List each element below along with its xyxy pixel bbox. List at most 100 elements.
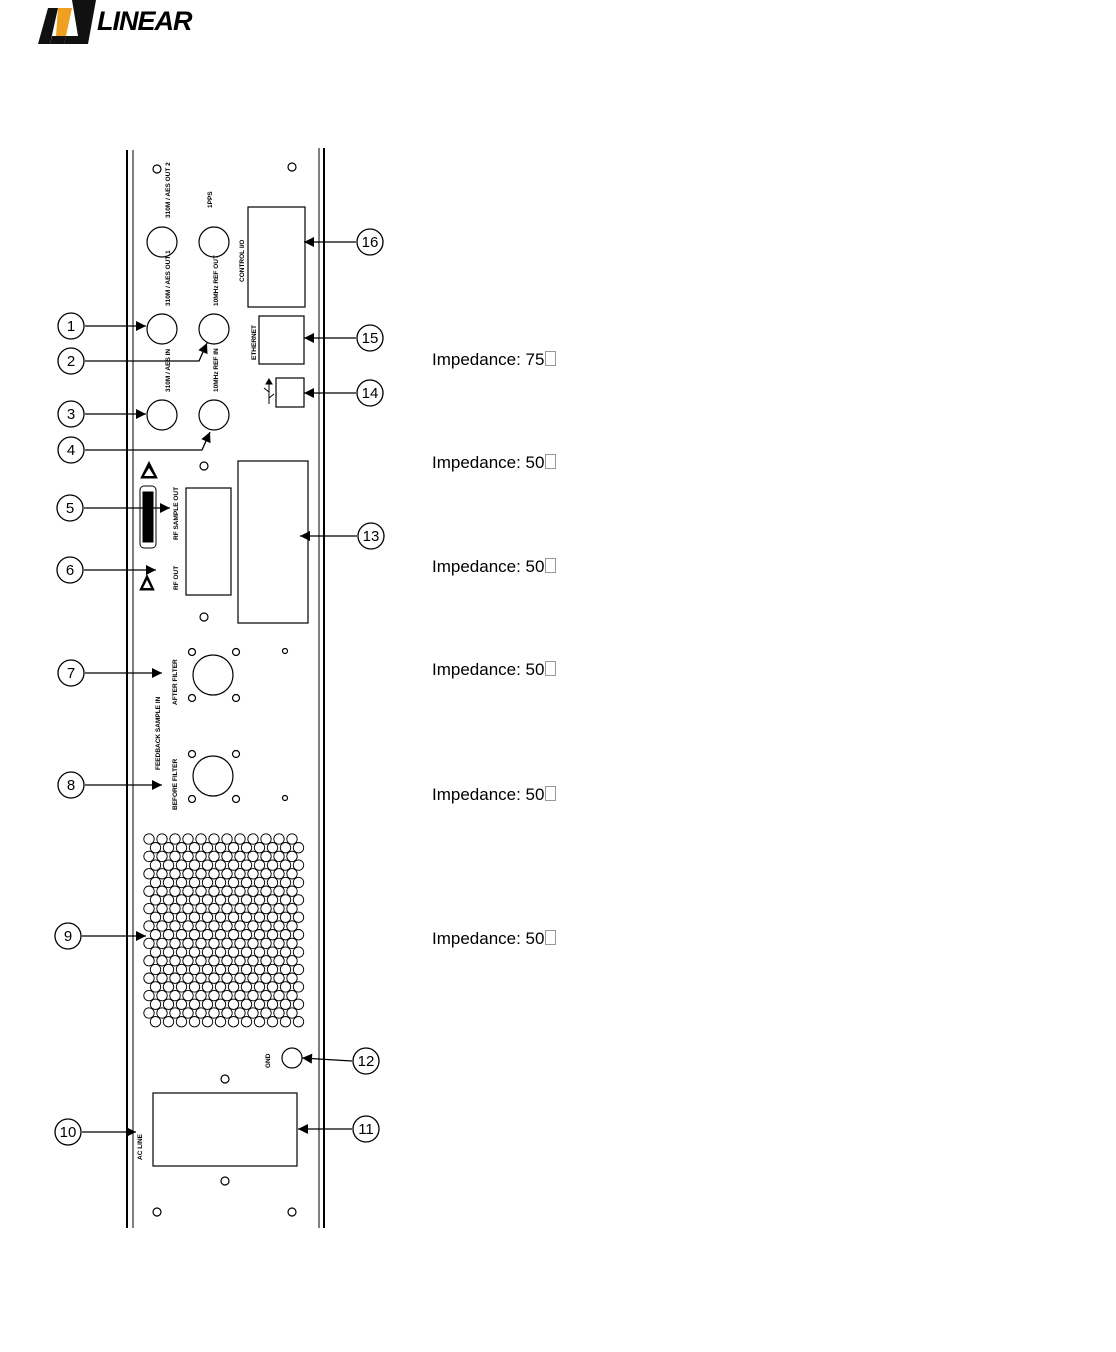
callout-number: 7	[67, 665, 75, 682]
ac-power-module	[152, 1092, 298, 1167]
callout-4: 4	[57, 431, 211, 464]
callout-circle	[54, 1118, 82, 1146]
callout-arrowhead	[201, 432, 211, 444]
callout-circle	[352, 1115, 380, 1143]
callout-number: 1	[67, 318, 75, 335]
ethernet-port	[258, 315, 305, 365]
callout-number: 4	[67, 442, 75, 459]
callout-circle	[356, 379, 384, 407]
callout-6: 6	[56, 556, 156, 584]
callout-14: 14	[304, 379, 384, 407]
callout-leader	[85, 431, 211, 451]
label-rf-sample-out: RF SAMPLE OUT	[173, 487, 180, 540]
callout-circle	[357, 522, 385, 550]
callout-number: 14	[362, 385, 379, 402]
control-io-port	[247, 206, 306, 308]
callout-number: 8	[67, 777, 75, 794]
callout-number: 9	[64, 928, 72, 945]
label-rf-out: RF OUT	[173, 566, 180, 590]
impedance-label-3: Impedance: 50	[432, 557, 557, 577]
rf-output-module	[237, 460, 309, 624]
callout-circle	[57, 771, 85, 799]
callout-arrowhead	[304, 237, 314, 247]
callout-leader	[85, 342, 208, 362]
callout-circle	[356, 324, 384, 352]
callout-arrowhead	[146, 565, 156, 575]
callout-13: 13	[300, 522, 385, 550]
label-aes-out-2: 310M / AES OUT 2	[165, 162, 172, 218]
callout-12: 12	[301, 1047, 380, 1075]
usb-icon	[263, 378, 275, 404]
impedance-label-1: Impedance: 75	[432, 350, 557, 370]
callout-arrowhead	[304, 388, 314, 398]
label-aes-in: 310M / AES IN	[165, 349, 172, 392]
impedance-label-5: Impedance: 50	[432, 785, 557, 805]
label-gnd: GND	[265, 1053, 272, 1068]
linear-logo-icon	[38, 0, 96, 44]
callout-number: 11	[358, 1121, 374, 1138]
connector-aes-in	[146, 399, 178, 431]
screw-rf-bottom	[199, 612, 209, 622]
callout-number: 16	[362, 234, 379, 251]
impedance-label-6: Impedance: 50	[432, 929, 557, 949]
rf-warning-label	[139, 460, 158, 591]
callout-8: 8	[57, 771, 162, 799]
connector-1pps	[198, 226, 230, 258]
label-before-filter: BEFORE FILTER	[172, 759, 179, 810]
impedance-label-2: Impedance: 50	[432, 453, 557, 473]
label-ref-in: 10MHz REF IN	[213, 348, 220, 392]
callout-7: 7	[57, 659, 162, 687]
callout-10: 10	[54, 1118, 136, 1146]
callout-2: 2	[57, 342, 208, 375]
callout-number: 5	[66, 500, 74, 517]
callout-circle	[57, 436, 85, 464]
connector-after-filter	[192, 654, 234, 696]
screw-bottom-left	[152, 1207, 162, 1217]
callout-arrowhead	[302, 1053, 313, 1064]
callout-arrowhead	[298, 1124, 308, 1134]
callout-arrowhead	[152, 668, 162, 678]
callout-number: 2	[67, 353, 75, 370]
callout-number: 10	[60, 1124, 77, 1141]
callout-circle	[57, 400, 85, 428]
callout-arrowhead	[160, 503, 170, 513]
callout-circle	[54, 922, 82, 950]
screw-rf-top	[199, 461, 209, 471]
callout-number: 15	[362, 330, 379, 347]
callout-circle	[56, 494, 84, 522]
callout-11: 11	[298, 1115, 380, 1143]
rf-out-connector-plate	[185, 487, 232, 596]
label-control-io: CONTROL I/O	[239, 240, 246, 283]
fan-vent-grid	[143, 833, 305, 1028]
connector-10mhz-ref-out	[198, 313, 230, 345]
callout-circle	[356, 228, 384, 256]
callout-number: 12	[358, 1053, 375, 1070]
callout-arrowhead	[136, 321, 146, 331]
callout-16: 16	[304, 228, 384, 256]
label-ref-out: 10MHz REF OUT	[213, 255, 220, 306]
callout-3: 3	[57, 400, 146, 428]
screw-top-right	[287, 162, 297, 172]
callout-arrowhead	[304, 333, 314, 343]
label-1pps: 1PPS	[207, 191, 214, 208]
linear-logo	[38, 0, 198, 46]
callout-circle	[57, 312, 85, 340]
callout-number: 6	[66, 562, 74, 579]
callout-5: 5	[56, 494, 170, 522]
callout-circle	[57, 659, 85, 687]
callout-arrowhead	[126, 1127, 136, 1137]
label-ethernet: ETHERNET	[251, 325, 258, 360]
callout-arrowhead	[136, 409, 146, 419]
connector-before-filter	[192, 755, 234, 797]
callout-arrowhead	[198, 343, 208, 355]
screw-bottom-right	[287, 1207, 297, 1217]
label-after-filter: AFTER FILTER	[172, 659, 179, 705]
label-aes-out-1: 310M / AES OUT 1	[165, 250, 172, 306]
callout-circle	[352, 1047, 380, 1075]
screw-top-left	[152, 164, 162, 174]
callout-circle	[57, 347, 85, 375]
brand-name: LINEAR	[97, 6, 192, 36]
impedance-label-4: Impedance: 50	[432, 660, 557, 680]
